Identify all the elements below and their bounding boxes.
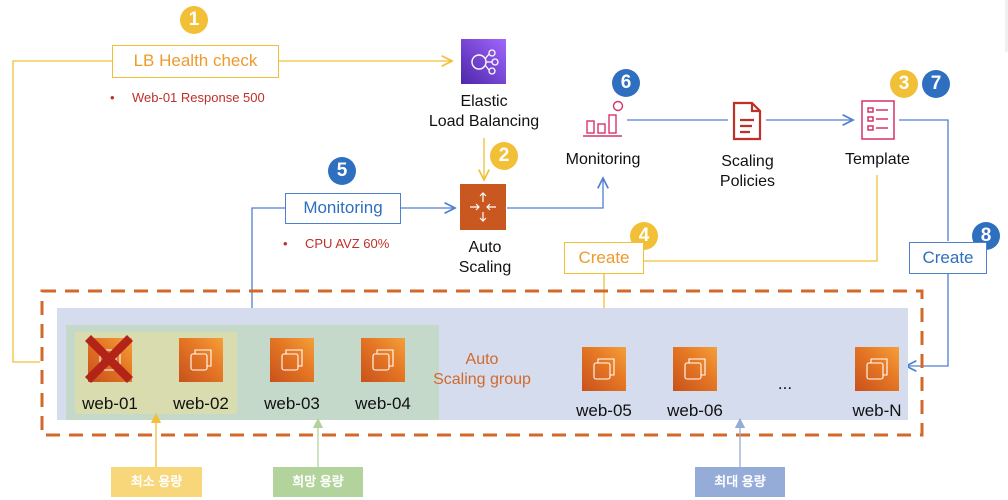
auto-scaling-label: Auto Scaling [440,238,530,278]
server-label: web-04 [355,394,411,413]
lb-health-check-box: LB Health check [112,45,279,78]
failed-x-icon [81,331,137,387]
cpu-note-text: CPU AVZ 60% [305,236,390,251]
group-title-line2: Scaling group [433,371,531,388]
create8-to-webN [906,274,949,366]
step-2-badge: 2 [490,142,518,170]
monitoring-box: Monitoring [285,193,401,224]
scaling-policies-label: Scaling Policies [700,152,795,192]
template-to-create4 [644,175,878,262]
server-label: web-03 [264,394,320,413]
step-7-badge: 7 [922,70,950,98]
step-1-badge: 1 [180,6,208,34]
bullet: • [110,90,115,105]
create-scale-box: Create [909,242,987,274]
health-check-note-text: Web-01 Response 500 [132,90,265,105]
template-to-create8 [899,119,949,241]
group-title-line1: Auto [465,351,499,368]
template-icon [859,99,899,141]
auto-scaling-icon [460,184,506,230]
max-capacity-label: 최대 용량 [695,467,785,497]
desired-capacity-label: 희망 용량 [273,467,363,497]
ec2-instance-icon [582,347,626,391]
monitoring-icon [582,99,626,139]
bullet: • [283,236,288,251]
min-capacity-label: 최소 용량 [111,467,202,497]
scaling-policies-label-line1: Scaling [721,153,774,170]
server-label: web-N [852,401,902,420]
create-launch-box: Create [564,242,644,274]
scaling-policies-label-line2: Policies [719,173,776,190]
auto-scaling-label-line2: Scaling [458,259,512,276]
asg-to-monitoring-line [507,178,603,209]
auto-scaling-group-title: Auto Scaling group [412,350,552,390]
template-label: Template [845,151,910,168]
group-monitoring-line [251,207,285,325]
server-label: web-05 [576,401,632,420]
cpu-note: • CPU AVZ 60% [283,236,389,251]
elb-label-line1: Elastic [460,93,508,110]
server-label: web-06 [667,401,723,420]
ellipsis: ... [777,374,793,393]
right-edge-bar [1005,0,1008,52]
server-label: web-01 [82,394,138,413]
health-check-line [12,60,112,363]
ec2-instance-icon [270,338,314,382]
step-5-badge: 5 [328,157,356,185]
monitoring-label: Monitoring [565,151,641,168]
server-label: web-02 [173,394,229,413]
elastic-load-balancing-icon [461,39,506,84]
ec2-instance-icon [855,347,899,391]
step-6-badge: 6 [612,69,640,97]
elb-label: Elastic Load Balancing [414,92,554,132]
ec2-instance-icon [673,347,717,391]
scaling-policies-icon [728,100,766,142]
ec2-instance-icon [179,338,223,382]
auto-scaling-group-border [40,289,924,437]
auto-scaling-label-line1: Auto [468,239,502,256]
step-3-badge: 3 [890,70,918,98]
ec2-instance-icon [361,338,405,382]
health-check-note: • Web-01 Response 500 [110,90,265,105]
elb-label-line2: Load Balancing [428,113,540,130]
